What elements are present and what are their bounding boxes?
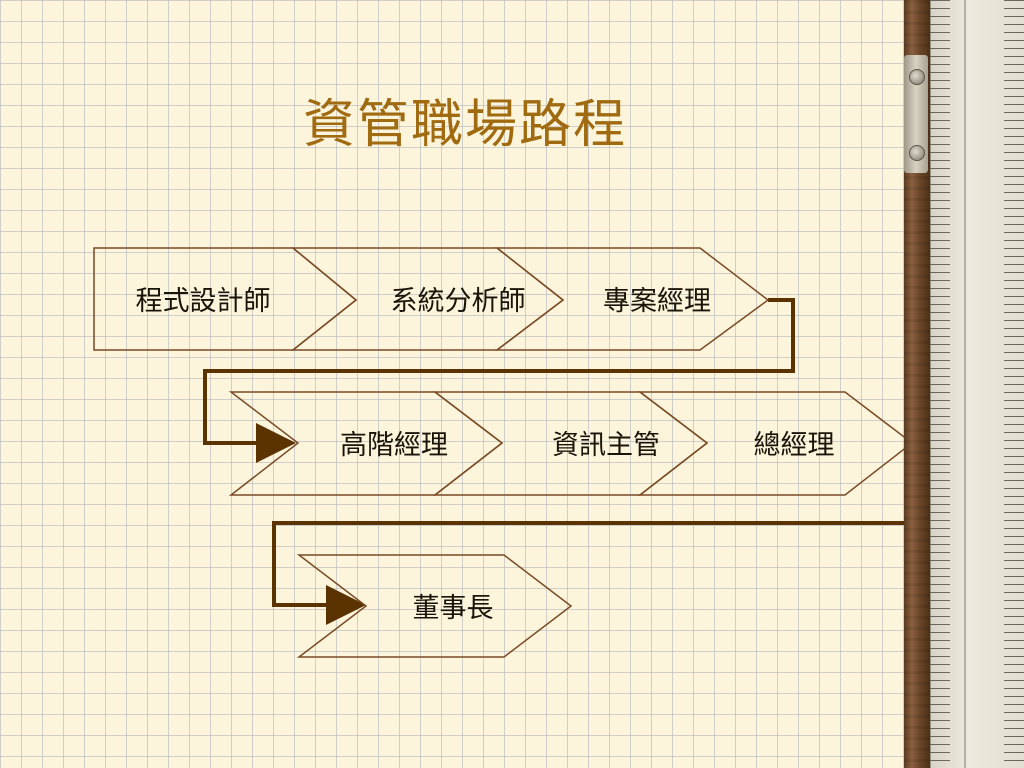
ruler-decoration bbox=[904, 0, 1024, 768]
connector-row1-to-row2 bbox=[203, 298, 795, 463]
ruler-ticks-right bbox=[1004, 0, 1024, 768]
connector-row2-to-row3 bbox=[272, 441, 939, 625]
step-label: 高階經理 bbox=[340, 430, 448, 461]
step-label: 程式設計師 bbox=[136, 286, 271, 317]
chevron-step-3 bbox=[494, 247, 770, 351]
step-label: 總經理 bbox=[754, 430, 835, 461]
chevron-step-7 bbox=[296, 554, 573, 658]
ruler-divider bbox=[964, 0, 966, 768]
step-label: 系統分析師 bbox=[391, 286, 526, 317]
ruler-clip bbox=[904, 55, 928, 173]
step-label: 專案經理 bbox=[603, 286, 711, 317]
chevron-step-6 bbox=[637, 391, 914, 496]
step-label: 董事長 bbox=[413, 593, 494, 624]
step-label: 資訊主管 bbox=[552, 430, 660, 461]
screw-icon bbox=[909, 69, 925, 85]
page-title: 資管職場路程 bbox=[302, 95, 627, 155]
ruler-ticks-left bbox=[930, 0, 950, 768]
screw-icon bbox=[909, 145, 925, 161]
